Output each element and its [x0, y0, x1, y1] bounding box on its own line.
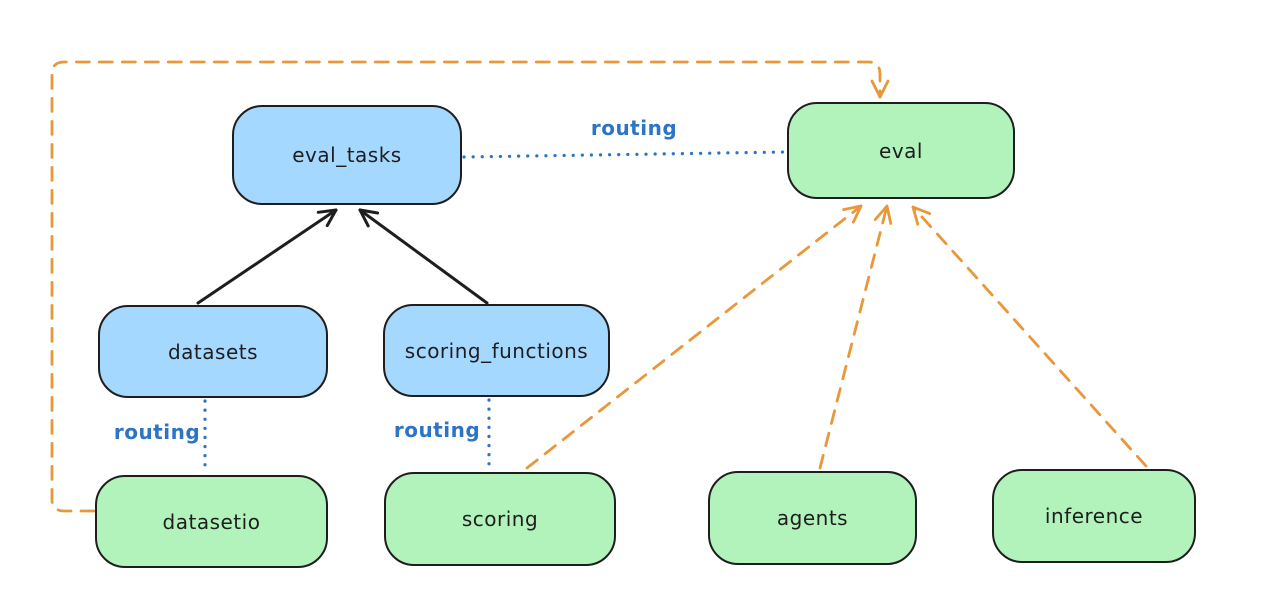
- node-eval-tasks-label: eval_tasks: [292, 143, 402, 167]
- edge-eval-tasks-to-eval-routing: [462, 150, 787, 159]
- edge-label-routing-eval-tasks-eval: routing: [590, 116, 678, 140]
- node-inference-label: inference: [1044, 504, 1144, 528]
- node-eval: eval: [787, 102, 1015, 199]
- node-agents-label: agents: [776, 506, 849, 530]
- node-eval-label: eval: [879, 138, 923, 163]
- edge-scoring-functions-to-eval-tasks: [358, 208, 489, 305]
- node-datasets-label: datasets: [167, 339, 259, 364]
- node-scoring: scoring: [384, 472, 616, 566]
- edge-agents-to-eval: [818, 204, 893, 470]
- node-scoring-functions: scoring_functions: [383, 304, 610, 397]
- node-scoring-label: scoring: [461, 507, 539, 531]
- node-datasetio-label: datasetio: [162, 509, 261, 534]
- edge-datasetio-to-eval: [50, 60, 890, 513]
- edge-label-routing-scoring-functions-scoring: routing: [393, 418, 481, 442]
- node-scoring-functions-label: scoring_functions: [404, 338, 589, 363]
- edge-scoring-to-eval: [525, 204, 863, 470]
- edge-inference-to-eval: [911, 205, 1148, 468]
- node-inference: inference: [992, 469, 1196, 563]
- node-eval-tasks: eval_tasks: [232, 105, 462, 205]
- edge-datasets-to-eval-tasks: [196, 208, 338, 305]
- node-agents: agents: [708, 471, 917, 565]
- edge-label-routing-datasets-datasetio: routing: [113, 420, 201, 444]
- node-datasetio: datasetio: [95, 475, 328, 568]
- node-datasets: datasets: [98, 305, 328, 398]
